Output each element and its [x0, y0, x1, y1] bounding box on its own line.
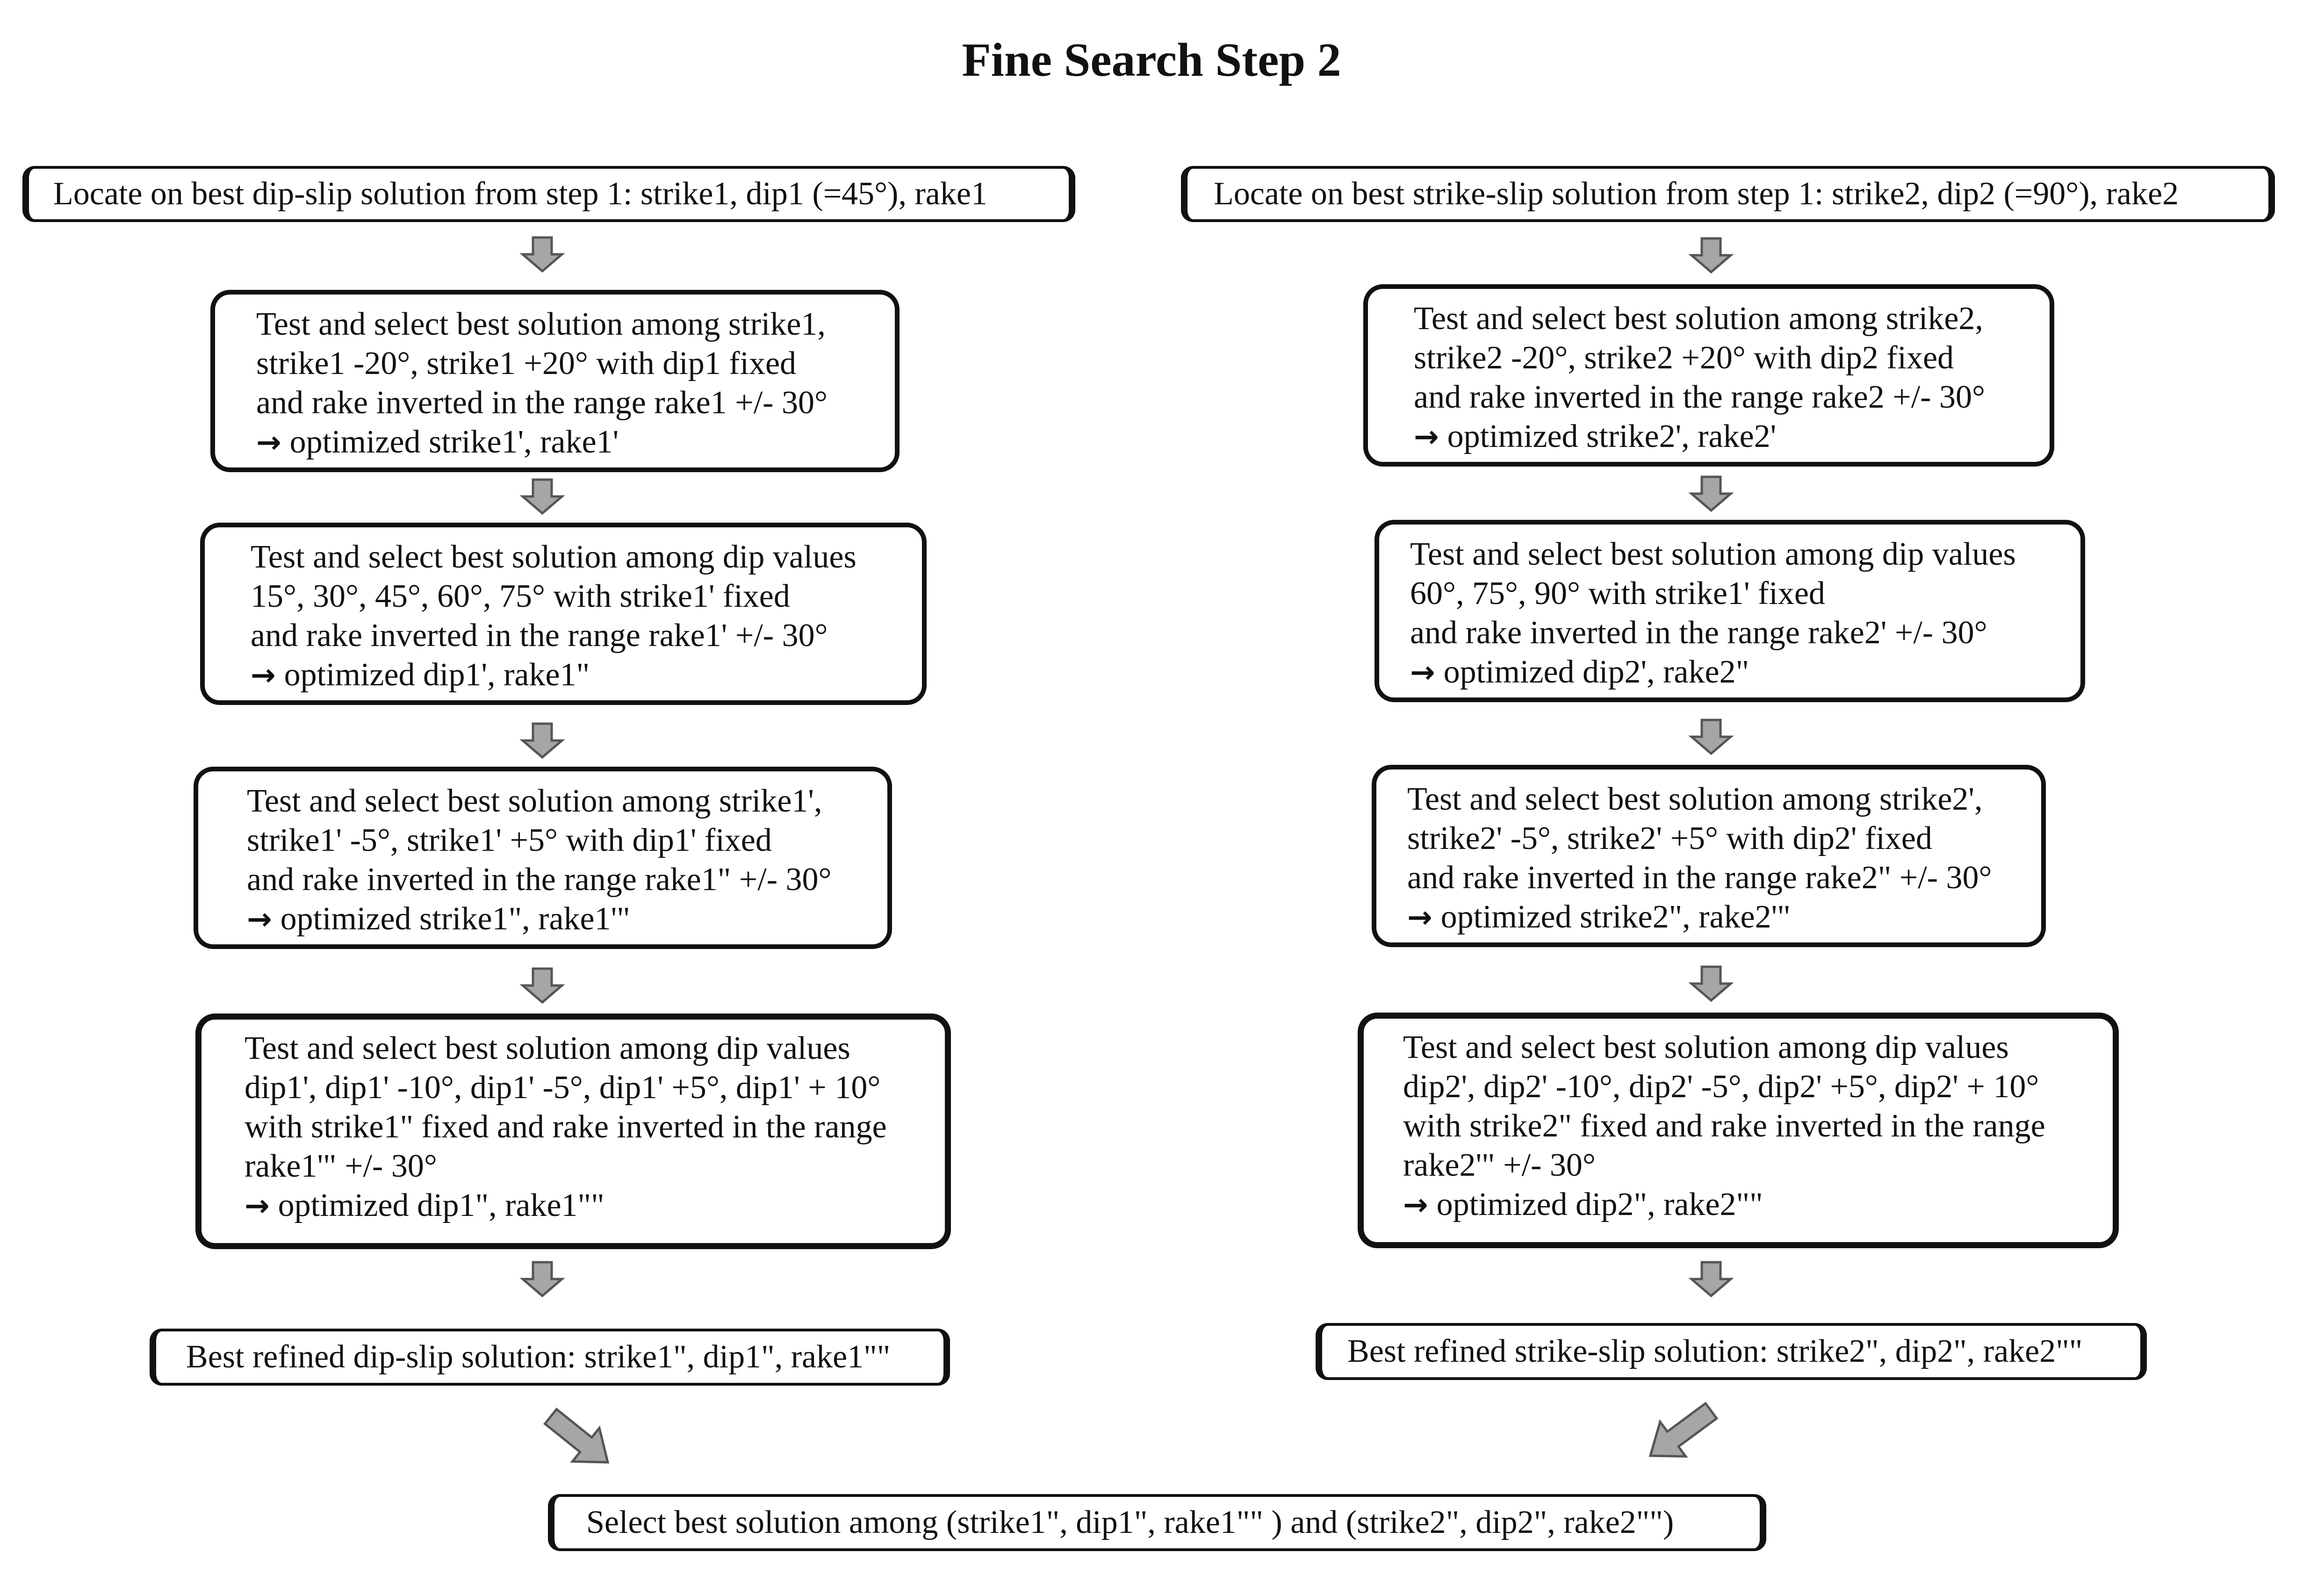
- step-result-line: →optimized dip2', rake2": [1410, 653, 2080, 692]
- step-text-line: Test and select best solution among stri…: [256, 306, 826, 342]
- step-text-line: 15°, 30°, 45°, 60°, 75° with strike1' fi…: [251, 578, 790, 614]
- right-arrow-icon: →: [256, 425, 281, 460]
- step-result-text: optimized dip1", rake1"": [278, 1187, 605, 1223]
- step-text-line: rake1'" +/- 30°: [245, 1148, 437, 1184]
- step-text-line: with strike1" fixed and rake inverted in…: [245, 1109, 887, 1145]
- step-text-line: Test and select best solution among stri…: [1407, 781, 1983, 817]
- left-header-box: Locate on best dip-slip solution from st…: [22, 166, 1075, 222]
- right-arrow-icon: →: [245, 1189, 270, 1223]
- right-arrow-icon: →: [247, 902, 272, 937]
- down-arrow-icon: [519, 1261, 565, 1298]
- down-arrow-icon: [519, 722, 565, 759]
- step-text-line: and rake inverted in the range rake2" +/…: [1407, 860, 1992, 896]
- diagram-title: Fine Search Step 2: [962, 34, 1341, 86]
- step-text-line: dip2', dip2' -10°, dip2' -5°, dip2' +5°,…: [1403, 1069, 2039, 1105]
- down-arrow-icon: [519, 967, 565, 1004]
- left-final-box: Best refined dip-slip solution: strike1"…: [150, 1329, 950, 1386]
- step-text-line: strike1' -5°, strike1' +5° with dip1' fi…: [247, 822, 772, 858]
- left-step-4-box: Test and select best solution among dip …: [195, 1014, 951, 1249]
- down-arrow-icon: [519, 478, 565, 515]
- down-arrow-icon: [1688, 719, 1734, 755]
- step-text-line: and rake inverted in the range rake2' +/…: [1410, 615, 1987, 651]
- step-text-line: and rake inverted in the range rake2 +/-…: [1414, 379, 1985, 415]
- left-step-3-box: Test and select best solution among stri…: [194, 767, 892, 949]
- right-arrow-icon: →: [1403, 1188, 1428, 1222]
- step-result-line: →optimized strike1', rake1': [256, 423, 895, 462]
- step-text-line: Test and select best solution among stri…: [247, 783, 822, 819]
- right-arrow-icon: →: [251, 658, 276, 693]
- step-text-line: and rake inverted in the range rake1" +/…: [247, 862, 832, 898]
- step-result-text: optimized strike2', rake2': [1447, 418, 1777, 454]
- down-arrow-icon: [1688, 237, 1734, 274]
- step-result-line: →optimized strike2', rake2': [1414, 417, 2050, 457]
- diagonal-arrow-icon: [543, 1407, 610, 1464]
- step-result-text: optimized strike1", rake1'": [280, 901, 630, 937]
- step-result-text: optimized dip1', rake1": [284, 657, 590, 693]
- down-arrow-icon: [519, 236, 565, 273]
- step-result-line: →optimized dip1", rake1"": [245, 1186, 945, 1226]
- right-final-text: Best refined strike-slip solution: strik…: [1347, 1333, 2083, 1369]
- step-text-line: Test and select best solution among dip …: [1410, 536, 2016, 572]
- right-final-box: Best refined strike-slip solution: strik…: [1316, 1323, 2147, 1380]
- step-text-line: 60°, 75°, 90° with strike1' fixed: [1410, 575, 1825, 611]
- diagonal-arrow-icon: [1648, 1402, 1719, 1458]
- left-final-text: Best refined dip-slip solution: strike1"…: [186, 1339, 891, 1375]
- right-header-text: Locate on best strike-slip solution from…: [1214, 176, 2179, 212]
- step-text-line: and rake inverted in the range rake1' +/…: [251, 618, 828, 654]
- step-text-line: dip1', dip1' -10°, dip1' -5°, dip1' +5°,…: [245, 1070, 881, 1106]
- bottom-select-box: Select best solution among (strike1", di…: [548, 1494, 1766, 1551]
- step-text-line: rake2'" +/- 30°: [1403, 1147, 1596, 1183]
- right-step-4-box: Test and select best solution among dip …: [1358, 1013, 2119, 1248]
- right-arrow-icon: →: [1410, 655, 1435, 690]
- step-text-line: strike2' -5°, strike2' +5° with dip2' fi…: [1407, 820, 1932, 856]
- step-text-line: Test and select best solution among dip …: [245, 1030, 850, 1066]
- down-arrow-icon: [1688, 475, 1734, 512]
- step-result-text: optimized strike2", rake2'": [1440, 899, 1791, 935]
- left-step-2-box: Test and select best solution among dip …: [200, 523, 927, 705]
- step-text-line: strike1 -20°, strike1 +20° with dip1 fix…: [256, 345, 797, 381]
- step-text-line: Test and select best solution among dip …: [251, 539, 856, 575]
- step-result-text: optimized dip2', rake2": [1443, 654, 1749, 690]
- step-text-line: with strike2" fixed and rake inverted in…: [1403, 1108, 2045, 1144]
- bottom-select-text: Select best solution among (strike1", di…: [586, 1504, 1674, 1540]
- step-result-text: optimized dip2", rake2"": [1436, 1186, 1763, 1222]
- step-text-line: strike2 -20°, strike2 +20° with dip2 fix…: [1414, 340, 1954, 376]
- right-step-2-box: Test and select best solution among dip …: [1375, 520, 2085, 702]
- step-result-line: →optimized dip1', rake1": [251, 655, 922, 695]
- right-step-1-box: Test and select best solution among stri…: [1363, 284, 2054, 467]
- step-text-line: Test and select best solution among dip …: [1403, 1029, 2009, 1065]
- right-header-box: Locate on best strike-slip solution from…: [1181, 166, 2275, 222]
- step-text-line: and rake inverted in the range rake1 +/-…: [256, 385, 828, 421]
- step-text-line: Test and select best solution among stri…: [1414, 301, 1983, 337]
- step-result-text: optimized strike1', rake1': [289, 424, 619, 460]
- down-arrow-icon: [1688, 965, 1734, 1002]
- step-result-line: →optimized strike2", rake2'": [1407, 898, 2041, 937]
- left-step-1-box: Test and select best solution among stri…: [210, 290, 900, 472]
- step-result-line: →optimized strike1", rake1'": [247, 899, 887, 939]
- right-arrow-icon: →: [1414, 420, 1439, 454]
- down-arrow-icon: [1688, 1261, 1734, 1298]
- right-arrow-icon: →: [1407, 900, 1432, 935]
- left-header-text: Locate on best dip-slip solution from st…: [53, 176, 987, 212]
- step-result-line: →optimized dip2", rake2"": [1403, 1185, 2113, 1225]
- right-step-3-box: Test and select best solution among stri…: [1372, 765, 2046, 947]
